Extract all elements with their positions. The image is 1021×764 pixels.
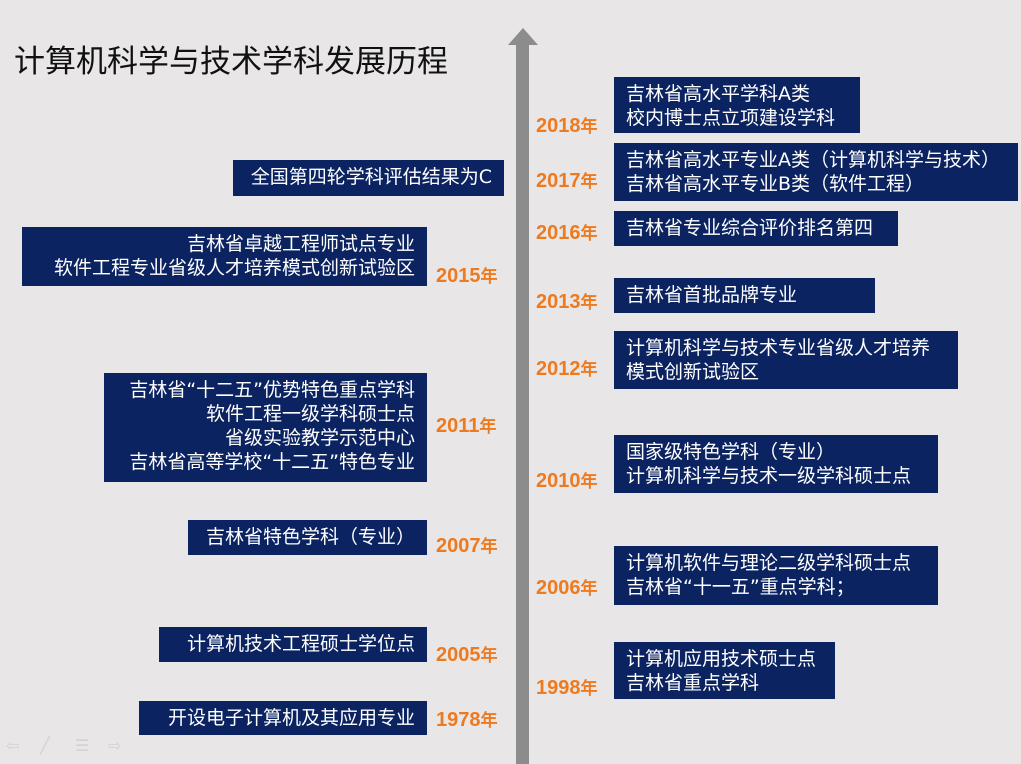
milestone-text: 吉林省特色学科（专业） xyxy=(205,526,415,548)
milestone-box-left: 吉林省“十二五”优势特色重点学科软件工程一级学科硕士点省级实验教学示范中心吉林省… xyxy=(104,373,427,482)
year-suffix: 年 xyxy=(580,224,598,243)
milestone-text: 吉林省卓越工程师试点专业 xyxy=(186,233,415,255)
year-number: 2018 xyxy=(536,115,581,137)
milestone-text: 校内博士点立项建设学科 xyxy=(626,107,836,129)
milestone-text: 计算机科学与技术一级学科硕士点 xyxy=(626,465,912,487)
milestone-box-right: 吉林省专业综合评价排名第四 xyxy=(614,211,898,246)
milestone-text: 全国第四轮学科评估结果为C xyxy=(250,166,492,188)
year-suffix: 年 xyxy=(580,117,598,136)
milestone-text: 软件工程一级学科硕士点 xyxy=(205,403,415,425)
milestone-text: 软件工程专业省级人才培养模式创新试验区 xyxy=(53,257,415,279)
timeline-arrow xyxy=(516,44,529,764)
pen-icon[interactable]: ╱ xyxy=(40,736,50,755)
year-suffix: 年 xyxy=(580,360,598,379)
year-suffix: 年 xyxy=(580,172,598,191)
year-label: 2016年 xyxy=(536,219,598,245)
milestone-box-left: 吉林省卓越工程师试点专业软件工程专业省级人才培养模式创新试验区 xyxy=(22,227,427,286)
year-suffix: 年 xyxy=(480,267,498,286)
milestone-box-left: 计算机技术工程硕士学位点 xyxy=(159,627,427,662)
year-label: 1978年 xyxy=(436,706,498,732)
milestone-text: 吉林省高水平学科A类 xyxy=(626,83,810,105)
year-label: 1998年 xyxy=(536,674,598,700)
year-label: 2017年 xyxy=(536,167,598,193)
year-suffix: 年 xyxy=(580,579,598,598)
year-number: 2007 xyxy=(436,535,481,557)
year-label: 2018年 xyxy=(536,112,598,138)
next-slide-icon[interactable]: ⇨ xyxy=(108,736,122,755)
year-number: 2006 xyxy=(536,577,581,599)
milestone-text: 吉林省“十一五”重点学科； xyxy=(626,576,855,598)
year-suffix: 年 xyxy=(580,293,598,312)
year-number: 1998 xyxy=(536,677,581,699)
year-number: 2015 xyxy=(436,265,481,287)
year-label: 2006年 xyxy=(536,574,598,600)
milestone-text: 省级实验教学示范中心 xyxy=(224,427,415,449)
year-label: 2011年 xyxy=(436,412,496,438)
menu-icon[interactable]: ☰ xyxy=(75,736,90,755)
milestone-box-left: 吉林省特色学科（专业） xyxy=(188,520,427,555)
milestone-box-right: 吉林省高水平学科A类校内博士点立项建设学科 xyxy=(614,77,860,133)
year-number: 2012 xyxy=(536,358,581,380)
milestone-text: 模式创新试验区 xyxy=(626,361,760,383)
year-label: 2007年 xyxy=(436,532,498,558)
year-number: 1978 xyxy=(436,709,481,731)
year-label: 2015年 xyxy=(436,262,498,288)
year-label: 2012年 xyxy=(536,355,598,381)
page-title: 计算机科学与技术学科发展历程 xyxy=(14,44,448,80)
year-suffix: 年 xyxy=(580,472,598,491)
year-number: 2010 xyxy=(536,470,581,492)
year-suffix: 年 xyxy=(479,417,497,436)
milestone-text: 吉林省专业综合评价排名第四 xyxy=(626,217,874,239)
milestone-text: 吉林省重点学科 xyxy=(626,672,760,694)
timeline-arrow-head xyxy=(508,28,538,45)
year-label: 2005年 xyxy=(436,641,498,667)
year-number: 2011 xyxy=(436,415,480,437)
milestone-text: 计算机技术工程硕士学位点 xyxy=(186,633,415,655)
milestone-text: 计算机软件与理论二级学科硕士点 xyxy=(626,552,912,574)
milestone-box-right: 吉林省首批品牌专业 xyxy=(614,278,875,313)
milestone-text: 吉林省高水平专业A类（计算机科学与技术） xyxy=(626,149,1000,171)
year-label: 2013年 xyxy=(536,288,598,314)
milestone-box-left: 开设电子计算机及其应用专业 xyxy=(139,701,427,735)
year-number: 2005 xyxy=(436,644,481,666)
year-suffix: 年 xyxy=(480,646,498,665)
milestone-box-right: 国家级特色学科（专业）计算机科学与技术一级学科硕士点 xyxy=(614,435,938,493)
milestone-text: 吉林省首批品牌专业 xyxy=(626,284,798,306)
year-number: 2016 xyxy=(536,222,581,244)
milestone-box-right: 计算机应用技术硕士点吉林省重点学科 xyxy=(614,642,835,699)
year-suffix: 年 xyxy=(580,679,598,698)
year-label: 2010年 xyxy=(536,467,598,493)
milestone-text: 开设电子计算机及其应用专业 xyxy=(167,707,415,729)
year-number: 2013 xyxy=(536,291,581,313)
milestone-box-right: 吉林省高水平专业A类（计算机科学与技术）吉林省高水平专业B类（软件工程） xyxy=(614,143,1018,201)
year-suffix: 年 xyxy=(480,711,498,730)
previous-slide-icon[interactable]: ⇦ xyxy=(6,736,20,755)
milestone-text: 吉林省高水平专业B类（软件工程） xyxy=(626,173,925,195)
year-suffix: 年 xyxy=(480,537,498,556)
year-number: 2017 xyxy=(536,170,581,192)
milestone-text: 吉林省“十二五”优势特色重点学科 xyxy=(129,379,415,401)
milestone-text: 国家级特色学科（专业） xyxy=(626,441,836,463)
milestone-text: 吉林省高等学校“十二五”特色专业 xyxy=(129,451,415,473)
milestone-box-right: 计算机软件与理论二级学科硕士点吉林省“十一五”重点学科； xyxy=(614,546,938,605)
milestone-text: 计算机应用技术硕士点 xyxy=(626,648,817,670)
milestone-box-right: 计算机科学与技术专业省级人才培养模式创新试验区 xyxy=(614,331,958,389)
milestone-box-left: 全国第四轮学科评估结果为C xyxy=(233,160,504,196)
milestone-text: 计算机科学与技术专业省级人才培养 xyxy=(626,337,931,359)
